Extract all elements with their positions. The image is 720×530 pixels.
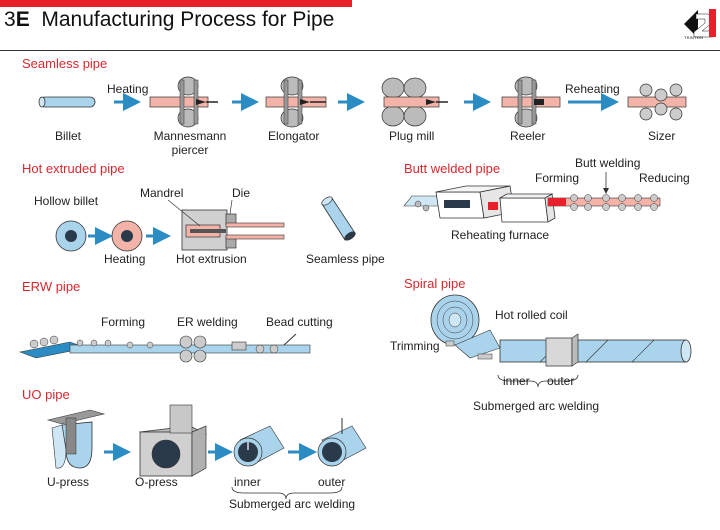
heated-billet-icon — [111, 220, 143, 252]
label-reheating: Reheating — [565, 82, 620, 96]
section-title-spiral: Spiral pipe — [404, 276, 466, 291]
uo-weld-bracket — [231, 486, 343, 500]
label-heating: Heating — [107, 82, 149, 96]
title-number: 3 — [4, 8, 16, 31]
logo-text: TRINTON — [684, 35, 704, 40]
sizer-icon — [627, 83, 687, 121]
label-seamless-pipe: Seamless pipe — [306, 252, 385, 266]
hot-rolled-coil-icon — [430, 294, 501, 360]
label-o-press: O-press — [135, 475, 178, 489]
reheating-furnace-icon — [403, 185, 556, 223]
company-logo-icon — [684, 9, 716, 38]
u-press-icon — [46, 409, 106, 469]
billet-icon — [38, 96, 96, 108]
label-hollow-billet: Hollow billet — [34, 194, 99, 208]
seamless-pipe-icon — [321, 196, 356, 241]
label-forming-butt: Forming — [535, 171, 580, 185]
section-title-butt-welded: Butt welded pipe — [404, 161, 501, 176]
label-reducing: Reducing — [639, 171, 690, 185]
reeler-icon — [501, 76, 561, 128]
erw-line-icon — [18, 333, 311, 363]
label-heating-2: Heating — [104, 252, 146, 266]
title-text: Manufacturing Process for Pipe — [41, 8, 335, 31]
section-title-uo: UO pipe — [22, 387, 70, 402]
title-letter: E — [15, 8, 30, 31]
label-u-press: U-press — [47, 475, 90, 489]
label-spiral-saw: Submerged arc welding — [473, 399, 600, 413]
o-press-icon — [138, 404, 208, 477]
label-spiral-outer: outer — [547, 374, 575, 388]
label-forming-erw: Forming — [101, 315, 146, 329]
label-reeler: Reeler — [510, 129, 546, 143]
label-mannesmann-line2: piercer — [171, 143, 209, 157]
butt-welding-line-icon — [547, 172, 661, 211]
elongator-icon — [265, 76, 327, 128]
label-reheating-furnace: Reheating furnace — [451, 228, 550, 242]
label-mannesmann-line1: Mannesmann — [153, 129, 227, 143]
spiral-weld-bracket — [497, 374, 579, 388]
mannesmann-piercer-icon — [149, 76, 218, 128]
plug-mill-icon — [381, 77, 448, 127]
section-title-seamless: Seamless pipe — [22, 56, 108, 71]
label-sizer: Sizer — [648, 129, 676, 143]
label-hot-extrusion: Hot extrusion — [176, 252, 247, 266]
label-butt-welding: Butt welding — [575, 156, 641, 170]
label-hot-rolled-coil: Hot rolled coil — [495, 308, 568, 322]
label-uo-outer: outer — [318, 475, 346, 489]
extrusion-press-icon — [167, 199, 285, 251]
spiral-pipe-icon — [499, 333, 692, 367]
header-accent-bar — [0, 0, 352, 7]
header-rule — [0, 50, 720, 51]
label-bead-cutting: Bead cutting — [266, 315, 333, 329]
uo-outer-weld-icon — [317, 418, 367, 467]
uo-inner-weld-icon — [233, 425, 285, 467]
section-title-hot-extruded: Hot extruded pipe — [22, 161, 125, 176]
label-spiral-inner: inner — [503, 374, 530, 388]
label-billet: Billet — [55, 129, 82, 143]
label-uo-inner: inner — [234, 475, 261, 489]
section-title-erw: ERW pipe — [22, 279, 81, 294]
label-mandrel: Mandrel — [140, 186, 184, 200]
page-title: 3E Manufacturing Process for Pipe — [4, 8, 334, 32]
label-er-welding: ER welding — [177, 315, 238, 329]
label-uo-saw: Submerged arc welding — [229, 497, 356, 511]
label-plug-mill: Plug mill — [389, 129, 435, 143]
label-elongator: Elongator — [268, 129, 320, 143]
hollow-billet-icon — [55, 220, 87, 252]
label-trimming: Trimming — [390, 339, 440, 353]
label-die: Die — [232, 186, 251, 200]
